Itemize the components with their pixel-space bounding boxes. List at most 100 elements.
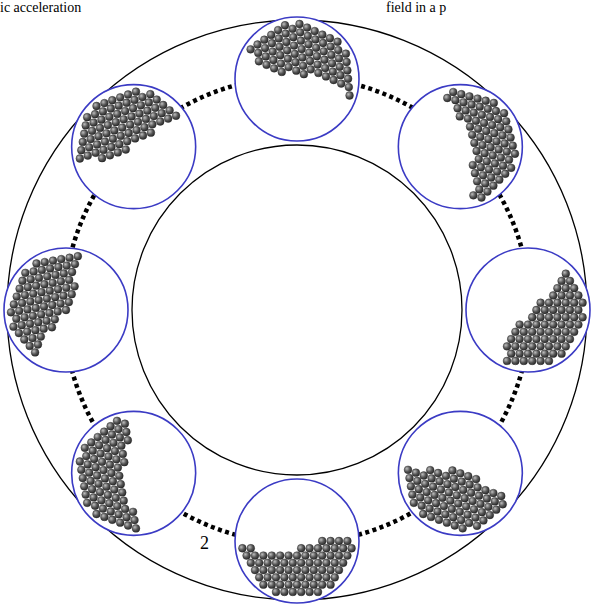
- particle: [462, 107, 470, 115]
- particle: [458, 478, 466, 486]
- particle: [489, 151, 497, 159]
- particle: [549, 335, 557, 343]
- particle: [48, 323, 56, 331]
- particle: [260, 581, 268, 589]
- particle: [87, 439, 95, 447]
- particle: [339, 544, 347, 552]
- particle: [122, 146, 130, 154]
- particle: [331, 573, 339, 581]
- particle: [115, 102, 123, 110]
- particle: [459, 524, 467, 532]
- particle: [481, 180, 489, 188]
- particle: [486, 113, 494, 121]
- particle: [96, 488, 104, 496]
- particle: [474, 483, 482, 491]
- particle: [115, 510, 123, 518]
- particle: [562, 299, 570, 307]
- particle: [120, 115, 128, 123]
- particle: [57, 277, 65, 285]
- particle: [96, 124, 104, 132]
- particle: [545, 357, 553, 365]
- particle: [566, 335, 574, 343]
- particle: [93, 141, 101, 149]
- particle: [112, 118, 120, 126]
- particle: [457, 90, 465, 98]
- particle: [118, 489, 126, 497]
- particle: [307, 65, 315, 73]
- particle: [121, 420, 129, 428]
- particle: [23, 328, 31, 336]
- particle: [344, 552, 352, 560]
- particle: [454, 104, 462, 112]
- particle: [151, 104, 159, 112]
- particle: [558, 292, 566, 300]
- particle: [159, 101, 167, 109]
- particle: [115, 472, 123, 480]
- particle: [297, 37, 305, 45]
- particle: [306, 588, 314, 596]
- particle: [302, 581, 310, 589]
- particle: [108, 431, 116, 439]
- particle: [285, 566, 293, 574]
- particle: [60, 292, 68, 300]
- particle: [562, 284, 570, 292]
- particle: [289, 25, 297, 33]
- particle: [29, 334, 37, 342]
- particle: [321, 64, 329, 72]
- particle: [51, 293, 59, 301]
- particle: [93, 472, 101, 480]
- particle: [146, 90, 154, 98]
- particle: [297, 544, 305, 552]
- particle: [335, 537, 343, 545]
- particle: [84, 460, 92, 468]
- particle: [475, 186, 483, 194]
- particle: [509, 142, 517, 150]
- particle: [123, 137, 131, 145]
- particle: [93, 102, 101, 110]
- particle: [276, 566, 284, 574]
- particle: [276, 552, 284, 560]
- particle: [297, 559, 305, 567]
- particle: [296, 28, 304, 36]
- particle: [484, 105, 492, 113]
- particle: [562, 270, 570, 278]
- particle: [142, 115, 150, 123]
- particle: [440, 502, 448, 510]
- particle: [472, 514, 480, 522]
- particle: [110, 486, 118, 494]
- particle: [79, 138, 87, 146]
- particle: [549, 292, 557, 300]
- particle: [123, 513, 131, 521]
- drum: [72, 411, 196, 535]
- particle: [38, 266, 46, 274]
- particle: [512, 328, 520, 336]
- particle: [124, 436, 132, 444]
- particle: [139, 93, 147, 101]
- particle: [500, 109, 508, 117]
- particle: [88, 127, 96, 135]
- particle: [141, 123, 149, 131]
- particle: [342, 50, 350, 58]
- particle: [489, 489, 497, 497]
- particle: [442, 472, 450, 480]
- particle: [327, 552, 335, 560]
- particle: [497, 154, 505, 162]
- particle: [272, 559, 280, 567]
- particle: [520, 342, 528, 350]
- particle: [410, 499, 418, 507]
- particle: [465, 519, 473, 527]
- particle: [132, 524, 140, 532]
- particle: [16, 285, 24, 293]
- particle: [545, 313, 553, 321]
- particle: [570, 313, 578, 321]
- particle: [40, 325, 48, 333]
- particle: [108, 516, 116, 524]
- particle: [103, 129, 111, 137]
- particle: [423, 488, 431, 496]
- particle: [71, 260, 79, 268]
- particle: [574, 292, 582, 300]
- particle: [428, 474, 436, 482]
- particle: [124, 522, 132, 530]
- particle: [477, 500, 485, 508]
- particle: [479, 141, 487, 149]
